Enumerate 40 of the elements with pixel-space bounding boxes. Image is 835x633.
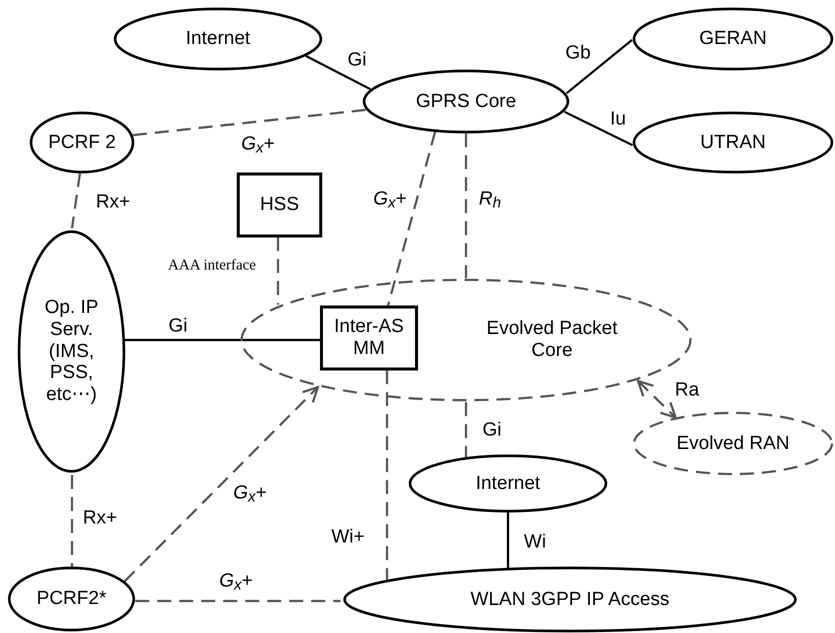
dashed-connector [132, 108, 366, 136]
dashed-connector [386, 132, 436, 306]
connector-line [124, 338, 320, 342]
ellipse-node [408, 455, 608, 512]
node-label: Op. IP Serv. (IMS, PSS, etc⋯) [44, 296, 100, 406]
ellipse-node [113, 8, 323, 70]
connector-line [564, 110, 633, 146]
ellipse-node [8, 567, 135, 631]
dashed-ellipse-node [632, 412, 834, 475]
node-label: WLAN 3GPP IP Access [470, 588, 670, 610]
connector-line [306, 55, 371, 90]
connector-line [566, 39, 633, 94]
dashed-connector [276, 237, 280, 305]
node-label: PCRF 2 [48, 132, 116, 154]
dashed-connector [386, 370, 388, 580]
node-label: UTRAN [700, 132, 766, 154]
ellipse-node [30, 112, 134, 173]
ellipse-node [362, 70, 570, 133]
dashed-connector [70, 475, 74, 568]
dashed-connector [135, 600, 340, 602]
node-label: Internet [186, 28, 250, 50]
ellipse-node [632, 112, 834, 173]
dashed-connector [464, 402, 468, 458]
dashed-connector [636, 380, 677, 419]
dashed-connector [70, 172, 82, 228]
node-label: Inter-AS MM [333, 316, 405, 360]
process-box [320, 306, 418, 370]
process-box [237, 173, 322, 237]
dashed-connector [124, 386, 320, 582]
dashed-connector [464, 133, 468, 278]
connector-line [506, 512, 510, 568]
node-label: Internet [476, 472, 540, 494]
node-label: GPRS Core [416, 90, 516, 112]
ellipse-node [632, 8, 834, 70]
node-label: Evolved RAN [676, 432, 790, 454]
node-label: GERAN [699, 28, 767, 50]
node-label: PCRF2* [36, 588, 106, 610]
node-label: HSS [260, 194, 300, 216]
ellipse-node [18, 228, 125, 475]
node-label: Evolved Packet Core [486, 318, 618, 362]
